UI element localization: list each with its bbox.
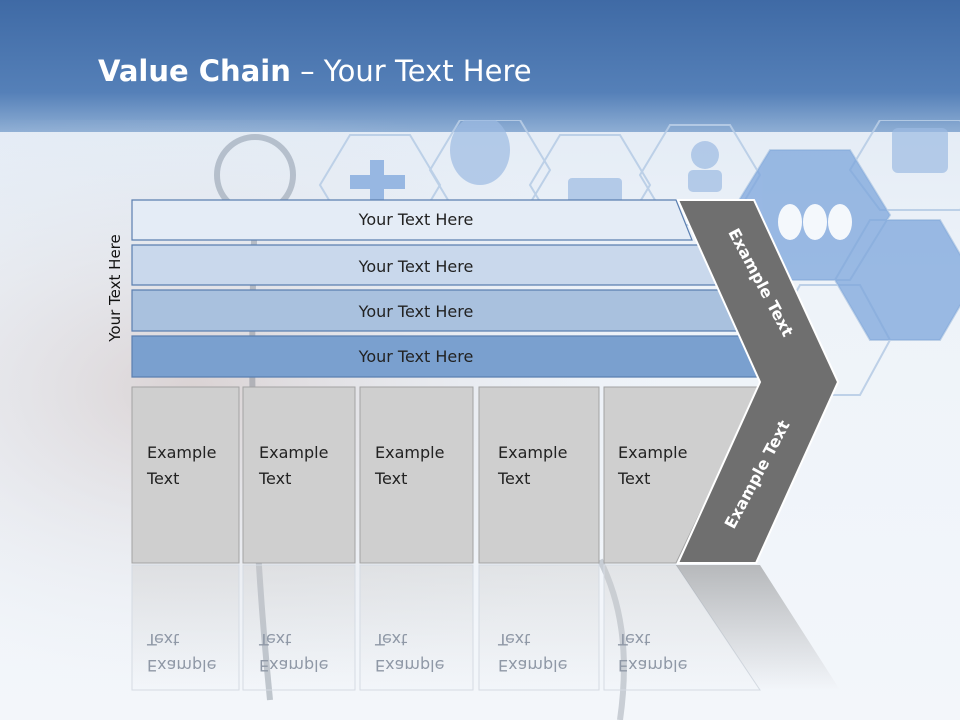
box-label-line1: Example: [259, 443, 328, 462]
reflection-label: Text: [258, 630, 291, 649]
activity-box-1: [131, 386, 240, 564]
header-band: [0, 0, 960, 132]
activity-box-3: [359, 386, 474, 564]
reflection-label: Example: [618, 656, 687, 675]
reflection-label: Text: [617, 630, 650, 649]
box-label-line1: Example: [618, 443, 687, 462]
box-label-line2: Text: [617, 469, 650, 488]
title-bold: Value Chain: [98, 54, 291, 88]
reflection-label: Text: [146, 630, 179, 649]
reflection-label: Text: [497, 630, 530, 649]
box-label-line2: Text: [146, 469, 179, 488]
row-label-1: Your Text Here: [358, 210, 474, 229]
reflection-label: Example: [147, 656, 216, 675]
activity-box-2: [242, 386, 356, 564]
row-label-4: Your Text Here: [358, 347, 474, 366]
activity-box-5: [603, 386, 761, 564]
margin-chevron: [676, 199, 840, 564]
slide-title: Value Chain – Your Text Here: [98, 54, 532, 88]
box-label-line2: Text: [374, 469, 407, 488]
box-label-line1: Example: [498, 443, 567, 462]
reflection-label: Text: [374, 630, 407, 649]
row-label-2: Your Text Here: [358, 257, 474, 276]
box-label-line1: Example: [147, 443, 216, 462]
box-label-line1: Example: [375, 443, 444, 462]
activity-box-4: [478, 386, 600, 564]
row-label-3: Your Text Here: [358, 302, 474, 321]
row-band-1: [131, 199, 693, 241]
reflection-label: Example: [375, 656, 444, 675]
box-label-line2: Text: [258, 469, 291, 488]
reflection: Example Text Example Text Example Text E…: [131, 564, 840, 691]
reflection-label: Example: [259, 656, 328, 675]
reflection-label: Example: [498, 656, 567, 675]
title-rest: – Your Text Here: [290, 54, 532, 88]
box-label-line2: Text: [497, 469, 530, 488]
